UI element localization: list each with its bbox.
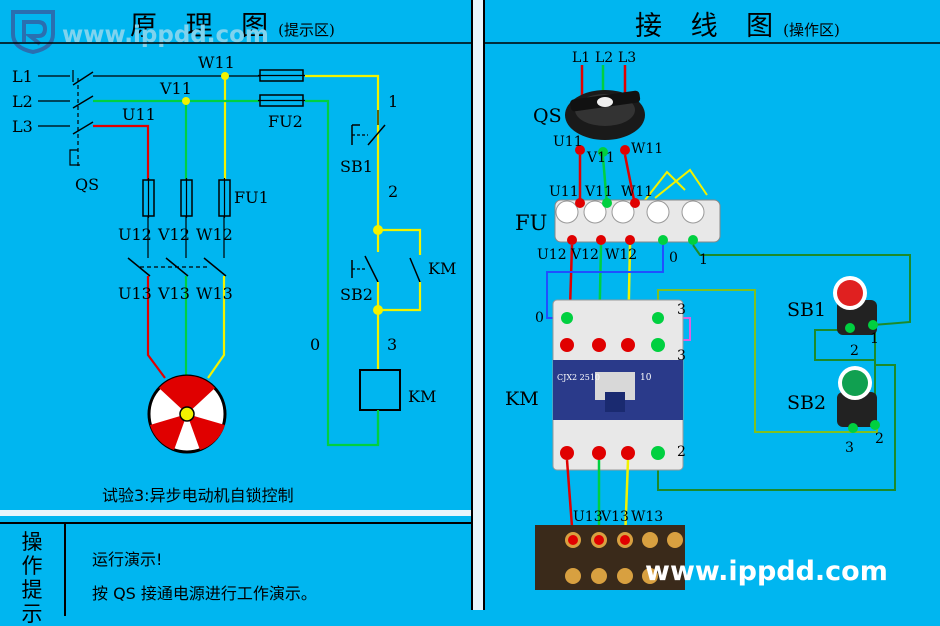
w-lbl-W13: W13	[631, 509, 663, 525]
w-lbl-KM: KM	[505, 388, 539, 410]
w-lbl-L1: L1	[572, 50, 590, 66]
w-lbl-W11b: W11	[621, 184, 653, 200]
lbl-L3: L3	[12, 117, 33, 136]
lbl-KM-aux: KM	[428, 259, 456, 278]
schematic-title: 原 理 图(提示区)	[130, 4, 335, 43]
lbl-W12: W12	[196, 225, 233, 244]
w-lbl-0b: 0	[535, 310, 544, 326]
prompt-side-char-3: 提	[21, 578, 43, 602]
w-lbl-V11b: V11	[584, 184, 613, 200]
prompt-top-border	[66, 522, 471, 524]
prompt-line-2: 按 QS 接通电源进行工作演示。	[92, 584, 317, 603]
w-lbl-sb1-1: 1	[870, 331, 879, 347]
w-lbl-L2: L2	[595, 50, 613, 66]
lbl-V13: V13	[157, 284, 190, 303]
w-lbl-sb1-2: 2	[850, 343, 859, 359]
lbl-W13: W13	[196, 284, 233, 303]
sb2-button[interactable]	[837, 366, 877, 427]
w-lbl-U13: U13	[573, 509, 603, 525]
w-lbl-contactor-model: CJX2 2510	[557, 373, 600, 382]
lbl-node1: 1	[388, 92, 398, 111]
lbl-W11: W11	[198, 53, 235, 72]
schematic-panel: 原 理 图(提示区) www.ippdd.com	[0, 0, 471, 510]
w-lbl-SB1: SB1	[787, 299, 826, 321]
w-lbl-0a: 0	[669, 250, 678, 266]
w-lbl-U12: U12	[537, 247, 567, 263]
lbl-U13: U13	[118, 284, 152, 303]
watermark-bottom: www.ippdd.com	[645, 556, 888, 587]
w-lbl-V13: V13	[600, 509, 629, 525]
wiring-diagram: L1 L2 L3 QS U11 V11 W11 U11 V11 W11 FU U…	[485, 42, 940, 590]
prompt-panel: 操 作 提 示 运行演示! 按 QS 接通电源进行工作演示。	[0, 510, 471, 626]
lbl-L1: L1	[12, 67, 33, 86]
schematic-title-text: 原 理 图	[130, 11, 279, 42]
experiment-caption: 试验3:异步电动机自锁控制	[102, 486, 294, 505]
fuse-block	[554, 199, 721, 243]
lbl-QS: QS	[75, 175, 99, 194]
schematic-diagram: L1 L2 L3 QS W11 V11 U11 FU2 FU1 U12 V12 …	[0, 42, 471, 454]
lbl-V12: V12	[157, 225, 190, 244]
lbl-FU1: FU1	[234, 188, 269, 207]
lbl-U11: U11	[122, 105, 156, 124]
panel-divider	[471, 0, 485, 610]
w-lbl-V12: V12	[570, 247, 599, 263]
wiring-title: 接 线 图(操作区)	[635, 4, 840, 43]
prompt-side-char-2: 作	[21, 554, 43, 578]
lbl-node2: 2	[388, 182, 398, 201]
prompt-side-char-1: 操	[21, 530, 43, 554]
lbl-KM-coil: KM	[408, 387, 436, 406]
km-contactor	[552, 299, 684, 471]
lbl-U12: U12	[118, 225, 152, 244]
w-lbl-U11a: U11	[553, 134, 583, 150]
lbl-SB2: SB2	[340, 285, 373, 304]
w-lbl-W12: W12	[605, 247, 637, 263]
schematic-title-note: (提示区)	[278, 21, 335, 39]
prompt-line-1: 运行演示!	[92, 550, 163, 569]
w-lbl-3a: 3	[677, 302, 686, 318]
w-lbl-contactor-rating: 10	[640, 373, 652, 383]
prompt-side-char-4: 示	[21, 602, 43, 626]
wiring-title-text: 接 线 图	[635, 11, 784, 42]
w-lbl-sb2-2: 2	[875, 431, 884, 447]
w-lbl-2a: 2	[677, 444, 686, 460]
w-lbl-1a: 1	[699, 252, 708, 268]
wiring-panel: 接 线 图(操作区)	[485, 0, 940, 610]
lbl-node3: 3	[387, 335, 397, 354]
w-lbl-V11a: V11	[586, 150, 615, 166]
lbl-V11: V11	[159, 79, 192, 98]
w-lbl-3b: 3	[677, 348, 686, 364]
w-lbl-L3: L3	[618, 50, 636, 66]
qs-switch[interactable]	[565, 90, 645, 140]
lbl-SB1: SB1	[340, 157, 373, 176]
wiring-title-note: (操作区)	[783, 21, 840, 39]
w-lbl-SB2: SB2	[787, 392, 826, 414]
lbl-L2: L2	[12, 92, 33, 111]
terminal-strip	[535, 525, 685, 590]
w-lbl-QS: QS	[533, 105, 562, 127]
w-lbl-W11a: W11	[631, 141, 663, 157]
w-lbl-U11b: U11	[549, 184, 579, 200]
lbl-FU2: FU2	[268, 112, 303, 131]
w-lbl-sb2-3: 3	[845, 440, 854, 456]
lbl-node0: 0	[310, 335, 320, 354]
prompt-side-label: 操 作 提 示	[0, 522, 66, 626]
w-lbl-FU: FU	[515, 211, 547, 235]
site-logo	[8, 8, 58, 58]
